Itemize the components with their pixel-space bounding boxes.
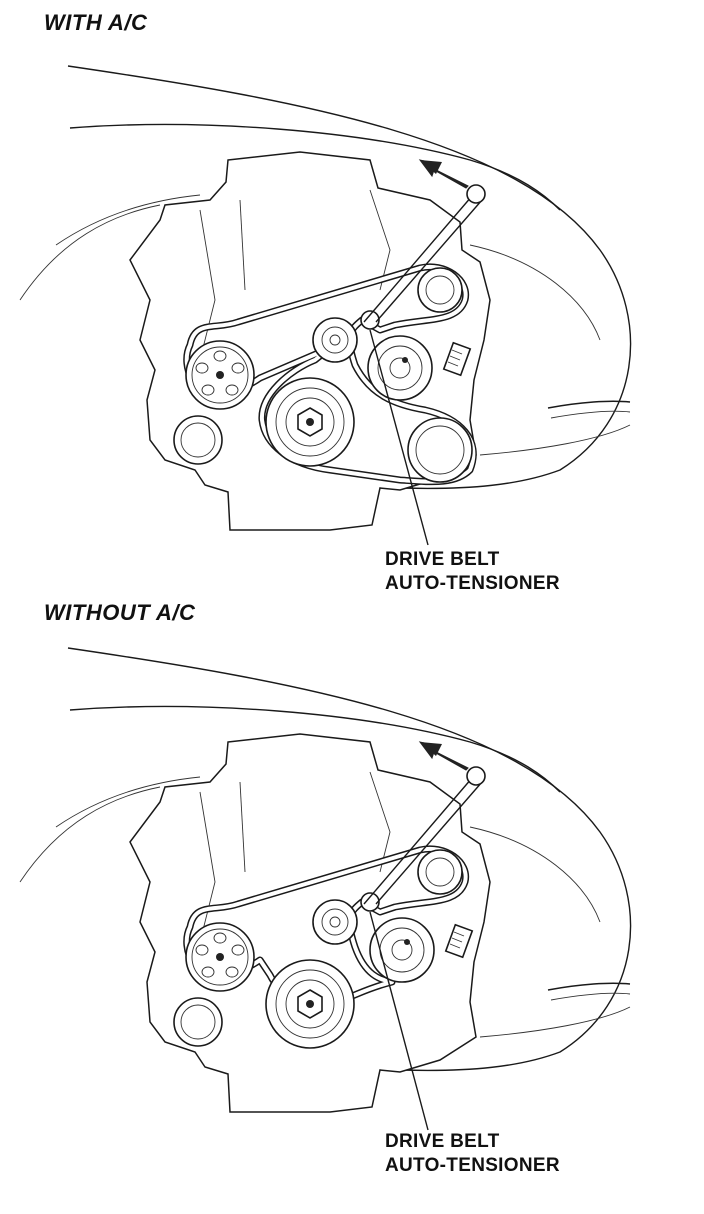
callout-leader-line (370, 912, 428, 1130)
idler-pulley-center (313, 318, 357, 362)
water-pump-pulley (186, 341, 254, 409)
body-outline (20, 648, 631, 1070)
idler-pulley-center (313, 900, 357, 944)
crankshaft-pulley (266, 378, 354, 466)
breaker-bar (364, 767, 485, 904)
breaker-bar (364, 185, 485, 322)
power-steering-pulley (174, 998, 222, 1046)
body-outline (20, 66, 631, 488)
engine-block (130, 734, 490, 1112)
ac-compressor-pulley (408, 418, 472, 482)
alternator-pulley (370, 918, 472, 982)
callout-label: DRIVE BELT AUTO-TENSIONER (385, 548, 560, 596)
rotation-arrow-icon (420, 742, 468, 770)
callout-leader-line (370, 330, 428, 545)
idler-pulley-upper (418, 850, 462, 894)
idler-pulley-upper (418, 268, 462, 312)
engine-drawing-without-ac (0, 590, 704, 1180)
panel-heading: WITHOUT A/C (44, 600, 196, 625)
callout-line-2: AUTO-TENSIONER (385, 1155, 560, 1176)
callout-line-1: DRIVE BELT (385, 1131, 500, 1152)
water-pump-pulley (186, 923, 254, 991)
rotation-arrow-icon (420, 160, 468, 188)
tensioner-pulley (361, 311, 379, 329)
power-steering-pulley (174, 416, 222, 464)
callout-line-1: DRIVE BELT (385, 549, 500, 570)
diagram-panel-with-ac: WITH A/C DRIVE BELT AUTO-TENSIONER (0, 0, 704, 594)
diagram-panel-without-ac: WITHOUT A/C DRIVE BELT AUTO-TENSIONER (0, 590, 704, 1180)
callout-label: DRIVE BELT AUTO-TENSIONER (385, 1130, 560, 1178)
engine-drawing-with-ac (0, 0, 704, 590)
tensioner-pulley (361, 893, 379, 911)
panel-heading: WITH A/C (44, 10, 148, 35)
callout-line-2: AUTO-TENSIONER (385, 573, 560, 594)
crankshaft-pulley (266, 960, 354, 1048)
